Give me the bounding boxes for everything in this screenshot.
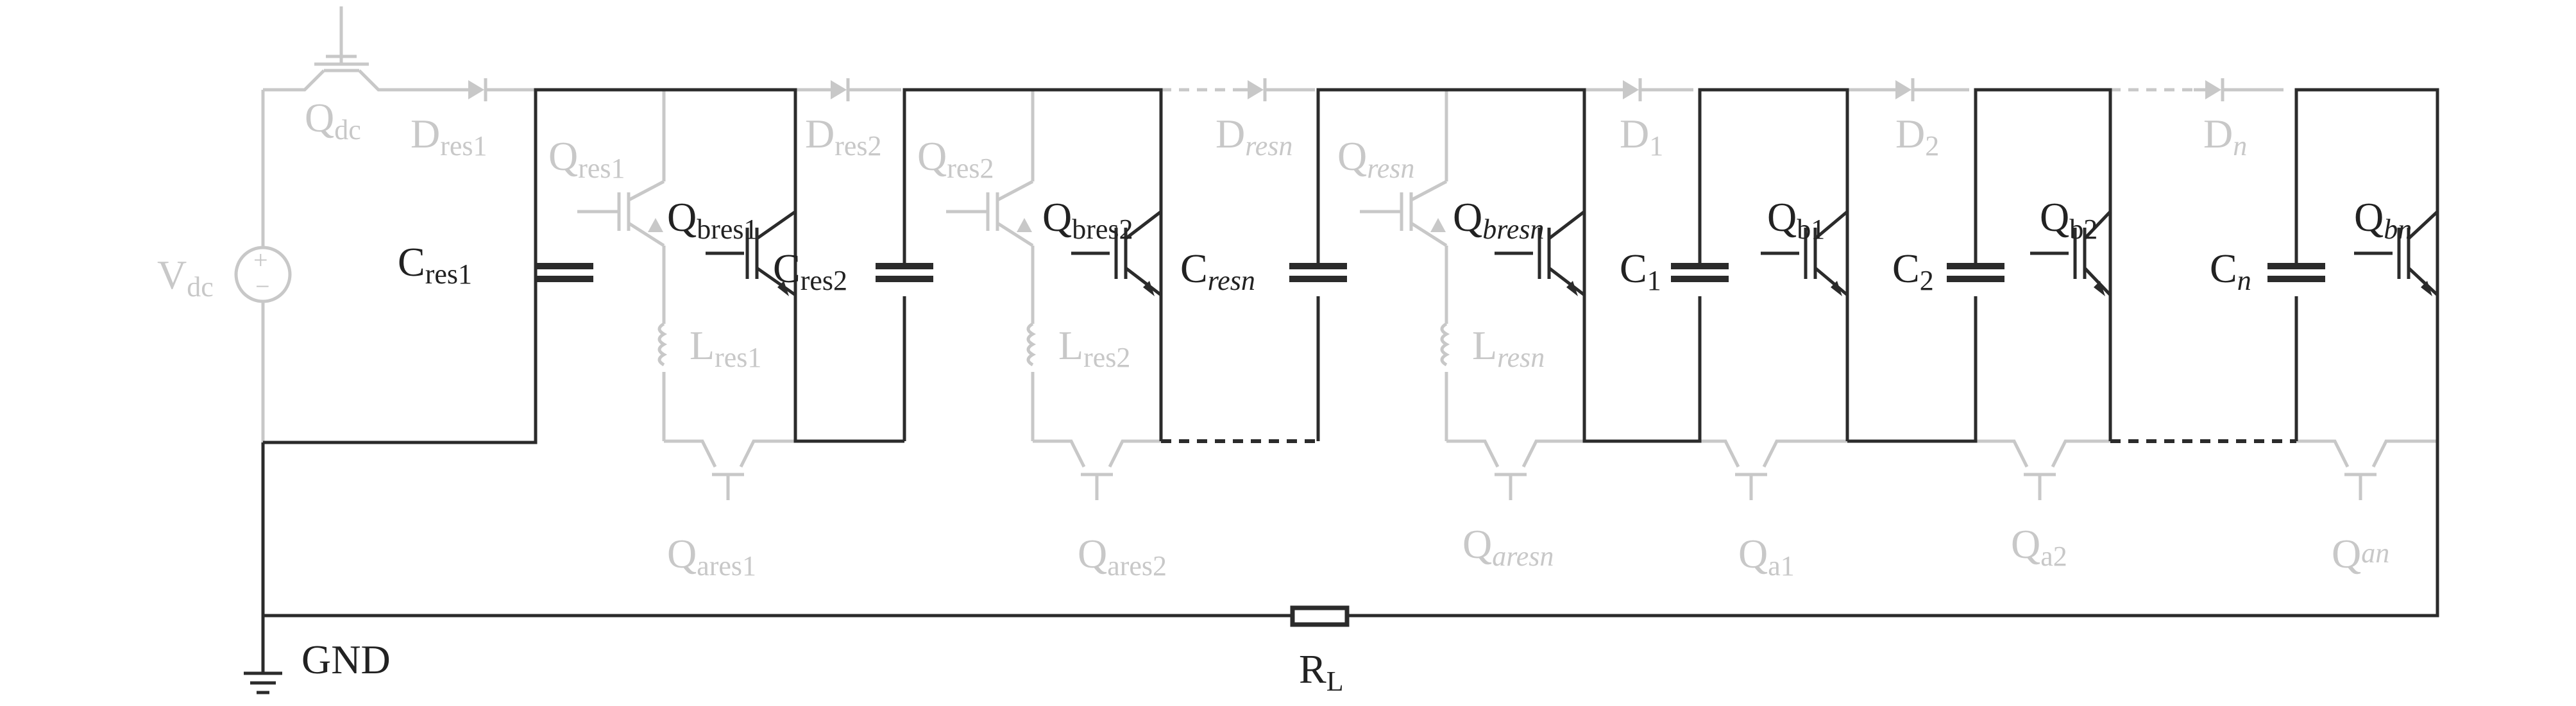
diode-dres1-icon bbox=[449, 78, 536, 101]
label-qb2: Qb2 bbox=[2040, 194, 2097, 245]
cell-res2-inactive bbox=[946, 90, 1161, 500]
cres1-capacitor-icon bbox=[536, 263, 593, 282]
label-qbn: Qbn bbox=[2354, 194, 2412, 245]
rl-resistor-icon bbox=[1290, 605, 1350, 627]
label-qres2: Qres2 bbox=[917, 133, 994, 184]
label-gnd: GND bbox=[301, 637, 391, 682]
lres1-inductor-icon bbox=[657, 322, 668, 367]
cell-res1-inactive bbox=[577, 90, 795, 500]
label-qbresn: Qbresn bbox=[1453, 194, 1544, 245]
label-qres1: Qres1 bbox=[548, 133, 625, 184]
label-qbres1: Qbres1 bbox=[667, 194, 758, 245]
label-c2: C2 bbox=[1892, 246, 1934, 296]
lres2-inductor-icon bbox=[1026, 322, 1037, 367]
qres2-switch-icon bbox=[946, 180, 1034, 248]
diode-d1-icon bbox=[1578, 78, 1693, 101]
label-lres1: Lres1 bbox=[690, 323, 761, 373]
label-qdc: Qdc bbox=[305, 95, 361, 146]
diode-dresn-icon bbox=[1238, 78, 1315, 101]
label-d1: D1 bbox=[1620, 111, 1663, 162]
label-cres2: Cres2 bbox=[773, 246, 847, 296]
dc-source-icon bbox=[234, 246, 292, 303]
label-qan: Qan bbox=[2332, 531, 2389, 576]
qbresn-transistor-icon bbox=[1495, 210, 1586, 296]
label-qares2: Qares2 bbox=[1078, 531, 1167, 582]
label-dres1: Dres1 bbox=[411, 111, 487, 162]
label-lres2: Lres2 bbox=[1058, 323, 1130, 373]
lresn-inductor-icon bbox=[1440, 322, 1450, 367]
qb2-transistor-icon bbox=[2030, 210, 2112, 296]
cell-resn-inactive bbox=[1360, 90, 1584, 500]
ground-icon bbox=[244, 616, 282, 694]
qbres1-transistor-icon bbox=[706, 210, 797, 297]
c1-capacitor-icon bbox=[1671, 263, 1729, 282]
label-qares1: Qares1 bbox=[667, 531, 756, 582]
diode-d2-icon bbox=[1841, 78, 1969, 101]
label-qresn: Qresn bbox=[1337, 133, 1414, 184]
label-source-plus: + bbox=[253, 246, 268, 274]
label-qb1: Qb1 bbox=[1767, 194, 1825, 245]
qbres2-transistor-icon bbox=[1071, 210, 1162, 296]
label-source-minus: − bbox=[255, 272, 270, 301]
label-qa1: Qa1 bbox=[1738, 531, 1795, 582]
cn-capacitor-icon bbox=[2267, 263, 2325, 282]
diode-dres2-icon bbox=[795, 78, 901, 101]
label-dn: Dn bbox=[2203, 111, 2247, 162]
qbn-transistor-icon bbox=[2354, 210, 2439, 296]
inactive-circuit bbox=[234, 6, 2439, 500]
label-qaresn: Qaresn bbox=[1462, 521, 1554, 572]
label-c1: C1 bbox=[1620, 246, 1661, 296]
qdc-switch-icon bbox=[314, 6, 369, 66]
cres2-capacitor-icon bbox=[876, 263, 933, 282]
labels: Vdc + − Qdc Dres1 Dres2 Dresn D1 D2 Dn Q… bbox=[157, 95, 2412, 697]
qares2-switch-icon bbox=[1033, 439, 1161, 500]
qb1-transistor-icon bbox=[1761, 210, 1849, 296]
label-qa2: Qa2 bbox=[2011, 521, 2067, 572]
label-cres1: Cres1 bbox=[398, 239, 472, 290]
qresn-switch-icon bbox=[1360, 180, 1448, 248]
label-cresn: Cresn bbox=[1180, 246, 1255, 296]
cresn-capacitor-icon bbox=[1289, 263, 1347, 282]
label-dresn: Dresn bbox=[1216, 111, 1292, 162]
label-d2: D2 bbox=[1895, 111, 1939, 162]
qan-switch-icon bbox=[2296, 439, 2437, 500]
c2-capacitor-icon bbox=[1947, 263, 2004, 282]
diode-dn-icon bbox=[2194, 78, 2284, 101]
qa2-switch-icon bbox=[1976, 439, 2110, 500]
label-vdc: Vdc bbox=[157, 252, 214, 303]
label-dres2: Dres2 bbox=[805, 111, 882, 162]
qa1-switch-icon bbox=[1700, 439, 1847, 500]
label-rl: RL bbox=[1299, 646, 1344, 697]
label-qbres2: Qbres2 bbox=[1042, 194, 1133, 245]
label-lresn: Lresn bbox=[1472, 323, 1545, 373]
qaresn-switch-icon bbox=[1446, 439, 1584, 500]
label-cn: Cn bbox=[2210, 246, 2251, 296]
active-circuit bbox=[244, 88, 2439, 694]
qares1-switch-icon bbox=[664, 439, 795, 500]
qres1-switch-icon bbox=[577, 180, 665, 248]
